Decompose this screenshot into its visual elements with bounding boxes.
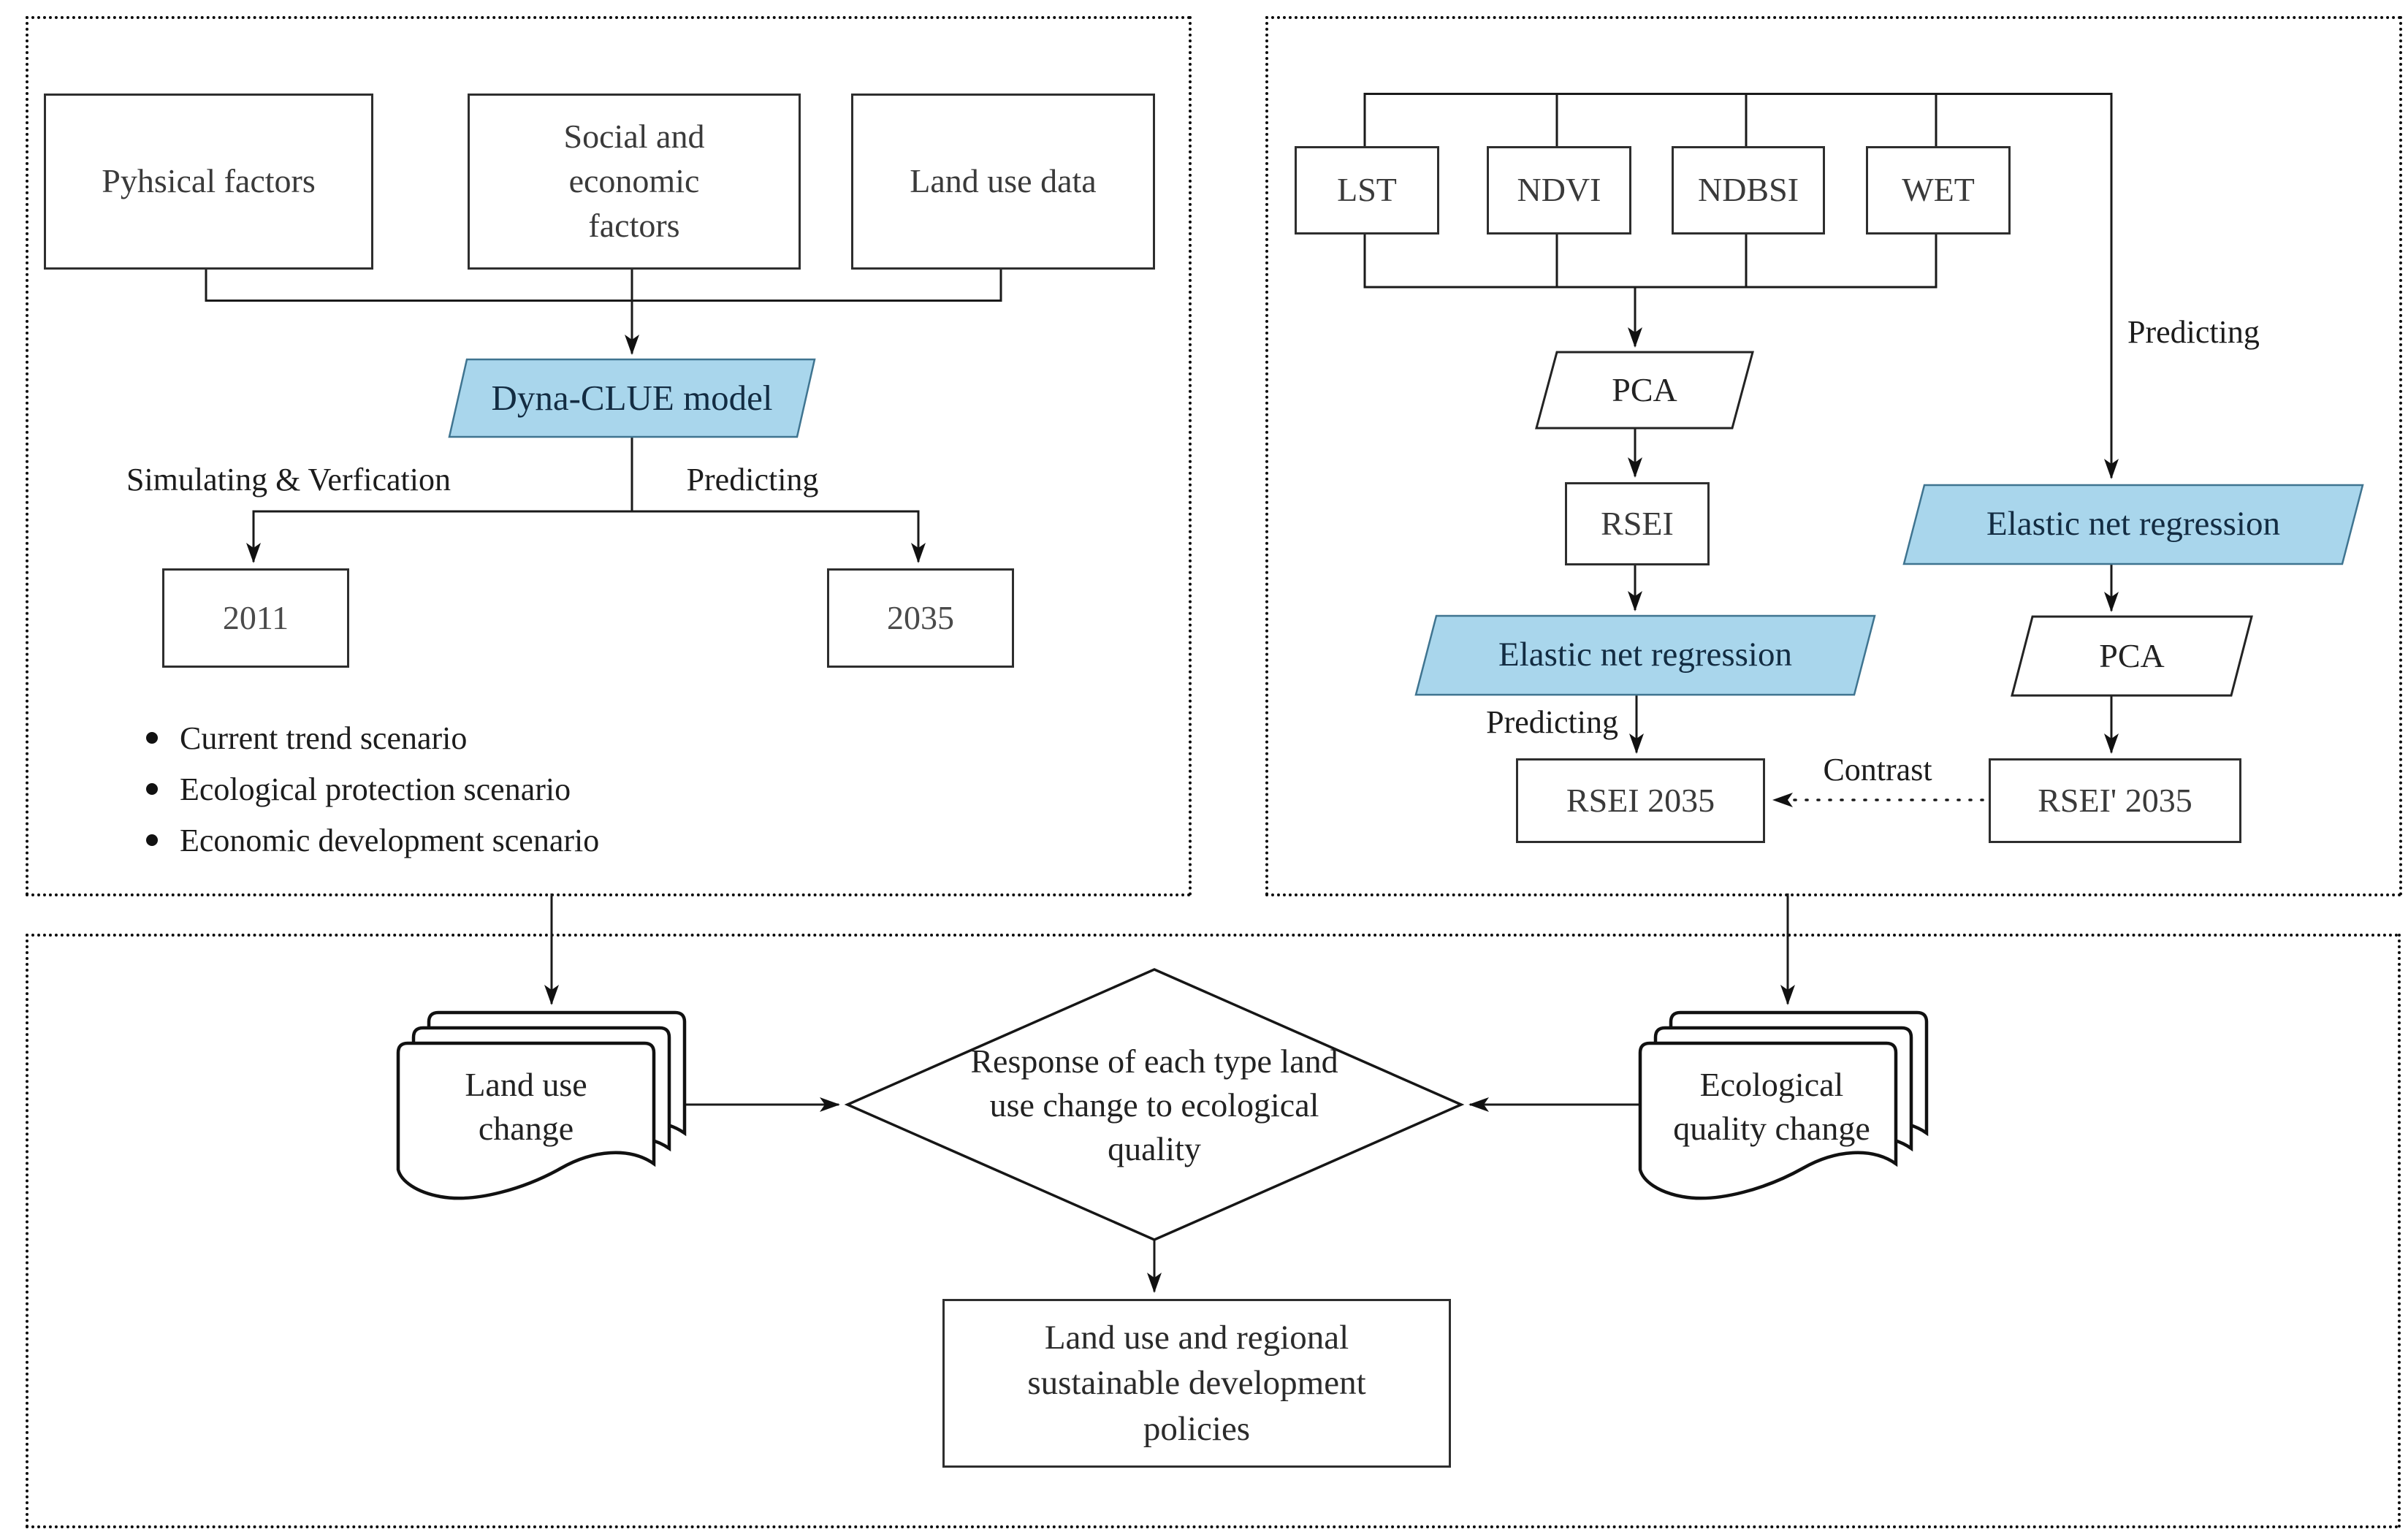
- decision-diamond-label: Response of each type land use change to…: [950, 1021, 1359, 1189]
- ecological-quality-change-label: Ecological quality change: [1644, 1053, 1900, 1159]
- edge-segments: [205, 93, 2111, 513]
- predicting-right-edge-label: Predicting: [2127, 314, 2260, 351]
- land-use-data-label: Land use data: [910, 162, 1097, 200]
- land-use-change-text: Land use change: [465, 1065, 587, 1147]
- panel-land-use-model: [26, 16, 1192, 896]
- land-use-change-label: Land use change: [405, 1053, 647, 1159]
- decision-diamond: [844, 968, 1465, 1241]
- ndvi-box: NDVI: [1487, 146, 1631, 235]
- lst-box: LST: [1295, 146, 1439, 235]
- bullet-icon: [146, 783, 158, 795]
- rsei-box: RSEI: [1565, 482, 1710, 565]
- scenario-item: Ecological protection scenario: [146, 763, 862, 815]
- physical-factors-label: Pyhsical factors: [102, 162, 316, 200]
- contrast-edge-label: Contrast: [1823, 752, 1932, 788]
- bullet-icon: [146, 834, 158, 846]
- elastic-net-left-parallelogram: [1414, 614, 1876, 696]
- policies-box: Land use and regional sustainable develo…: [942, 1299, 1451, 1468]
- ndbsi-box: NDBSI: [1672, 146, 1825, 235]
- scenario-item: Current trend scenario: [146, 712, 862, 763]
- decision-text: Response of each type land use change to…: [970, 1042, 1338, 1167]
- pca-top-label: PCA: [1612, 371, 1677, 409]
- social-economic-factors-label: Social and economic factors: [563, 118, 705, 244]
- rsei-2035-box: RSEI 2035: [1516, 758, 1765, 843]
- elastic-net-right-label: Elastic net regression: [1986, 505, 2280, 544]
- social-economic-factors-box: Social and economic factors: [468, 94, 801, 270]
- scenario-item: Economic development scenario: [146, 815, 862, 866]
- panel-ecological-quality: [1265, 16, 2402, 896]
- scenario-label: Current trend scenario: [180, 720, 468, 756]
- panel-synthesis: [26, 934, 2401, 1528]
- dyna-clue-parallelogram: [448, 358, 816, 438]
- pca-right-parallelogram: [2011, 615, 2253, 697]
- elastic-net-left-label: Elastic net regression: [1498, 636, 1792, 674]
- pca-top-parallelogram: [1535, 351, 1754, 430]
- wet-box: WET: [1866, 146, 2011, 235]
- scenario-label: Ecological protection scenario: [180, 771, 571, 807]
- scenario-label: Economic development scenario: [180, 822, 600, 858]
- dyna-clue-model-label: Dyna-CLUE model: [491, 378, 773, 419]
- pca-right-label: PCA: [2099, 637, 2165, 675]
- year-2011-box: 2011: [162, 568, 349, 668]
- predicting-branch-edge-label: Predicting: [1486, 704, 1618, 741]
- elastic-net-right-parallelogram: [1902, 484, 2364, 565]
- policies-text: Land use and regional sustainable develo…: [1027, 1319, 1366, 1448]
- land-use-data-box: Land use data: [851, 94, 1155, 270]
- rsei-prime-2035-box: RSEI' 2035: [1989, 758, 2241, 843]
- ecological-quality-change-text: Ecological quality change: [1673, 1065, 1870, 1147]
- predicting-left-edge-label: Predicting: [686, 462, 819, 498]
- physical-factors-box: Pyhsical factors: [44, 94, 373, 270]
- scenario-list: Current trend scenario Ecological protec…: [146, 712, 862, 867]
- bullet-icon: [146, 732, 158, 744]
- year-2035-box: 2035: [827, 568, 1014, 668]
- simulating-verification-edge-label: Simulating & Verfication: [126, 462, 452, 498]
